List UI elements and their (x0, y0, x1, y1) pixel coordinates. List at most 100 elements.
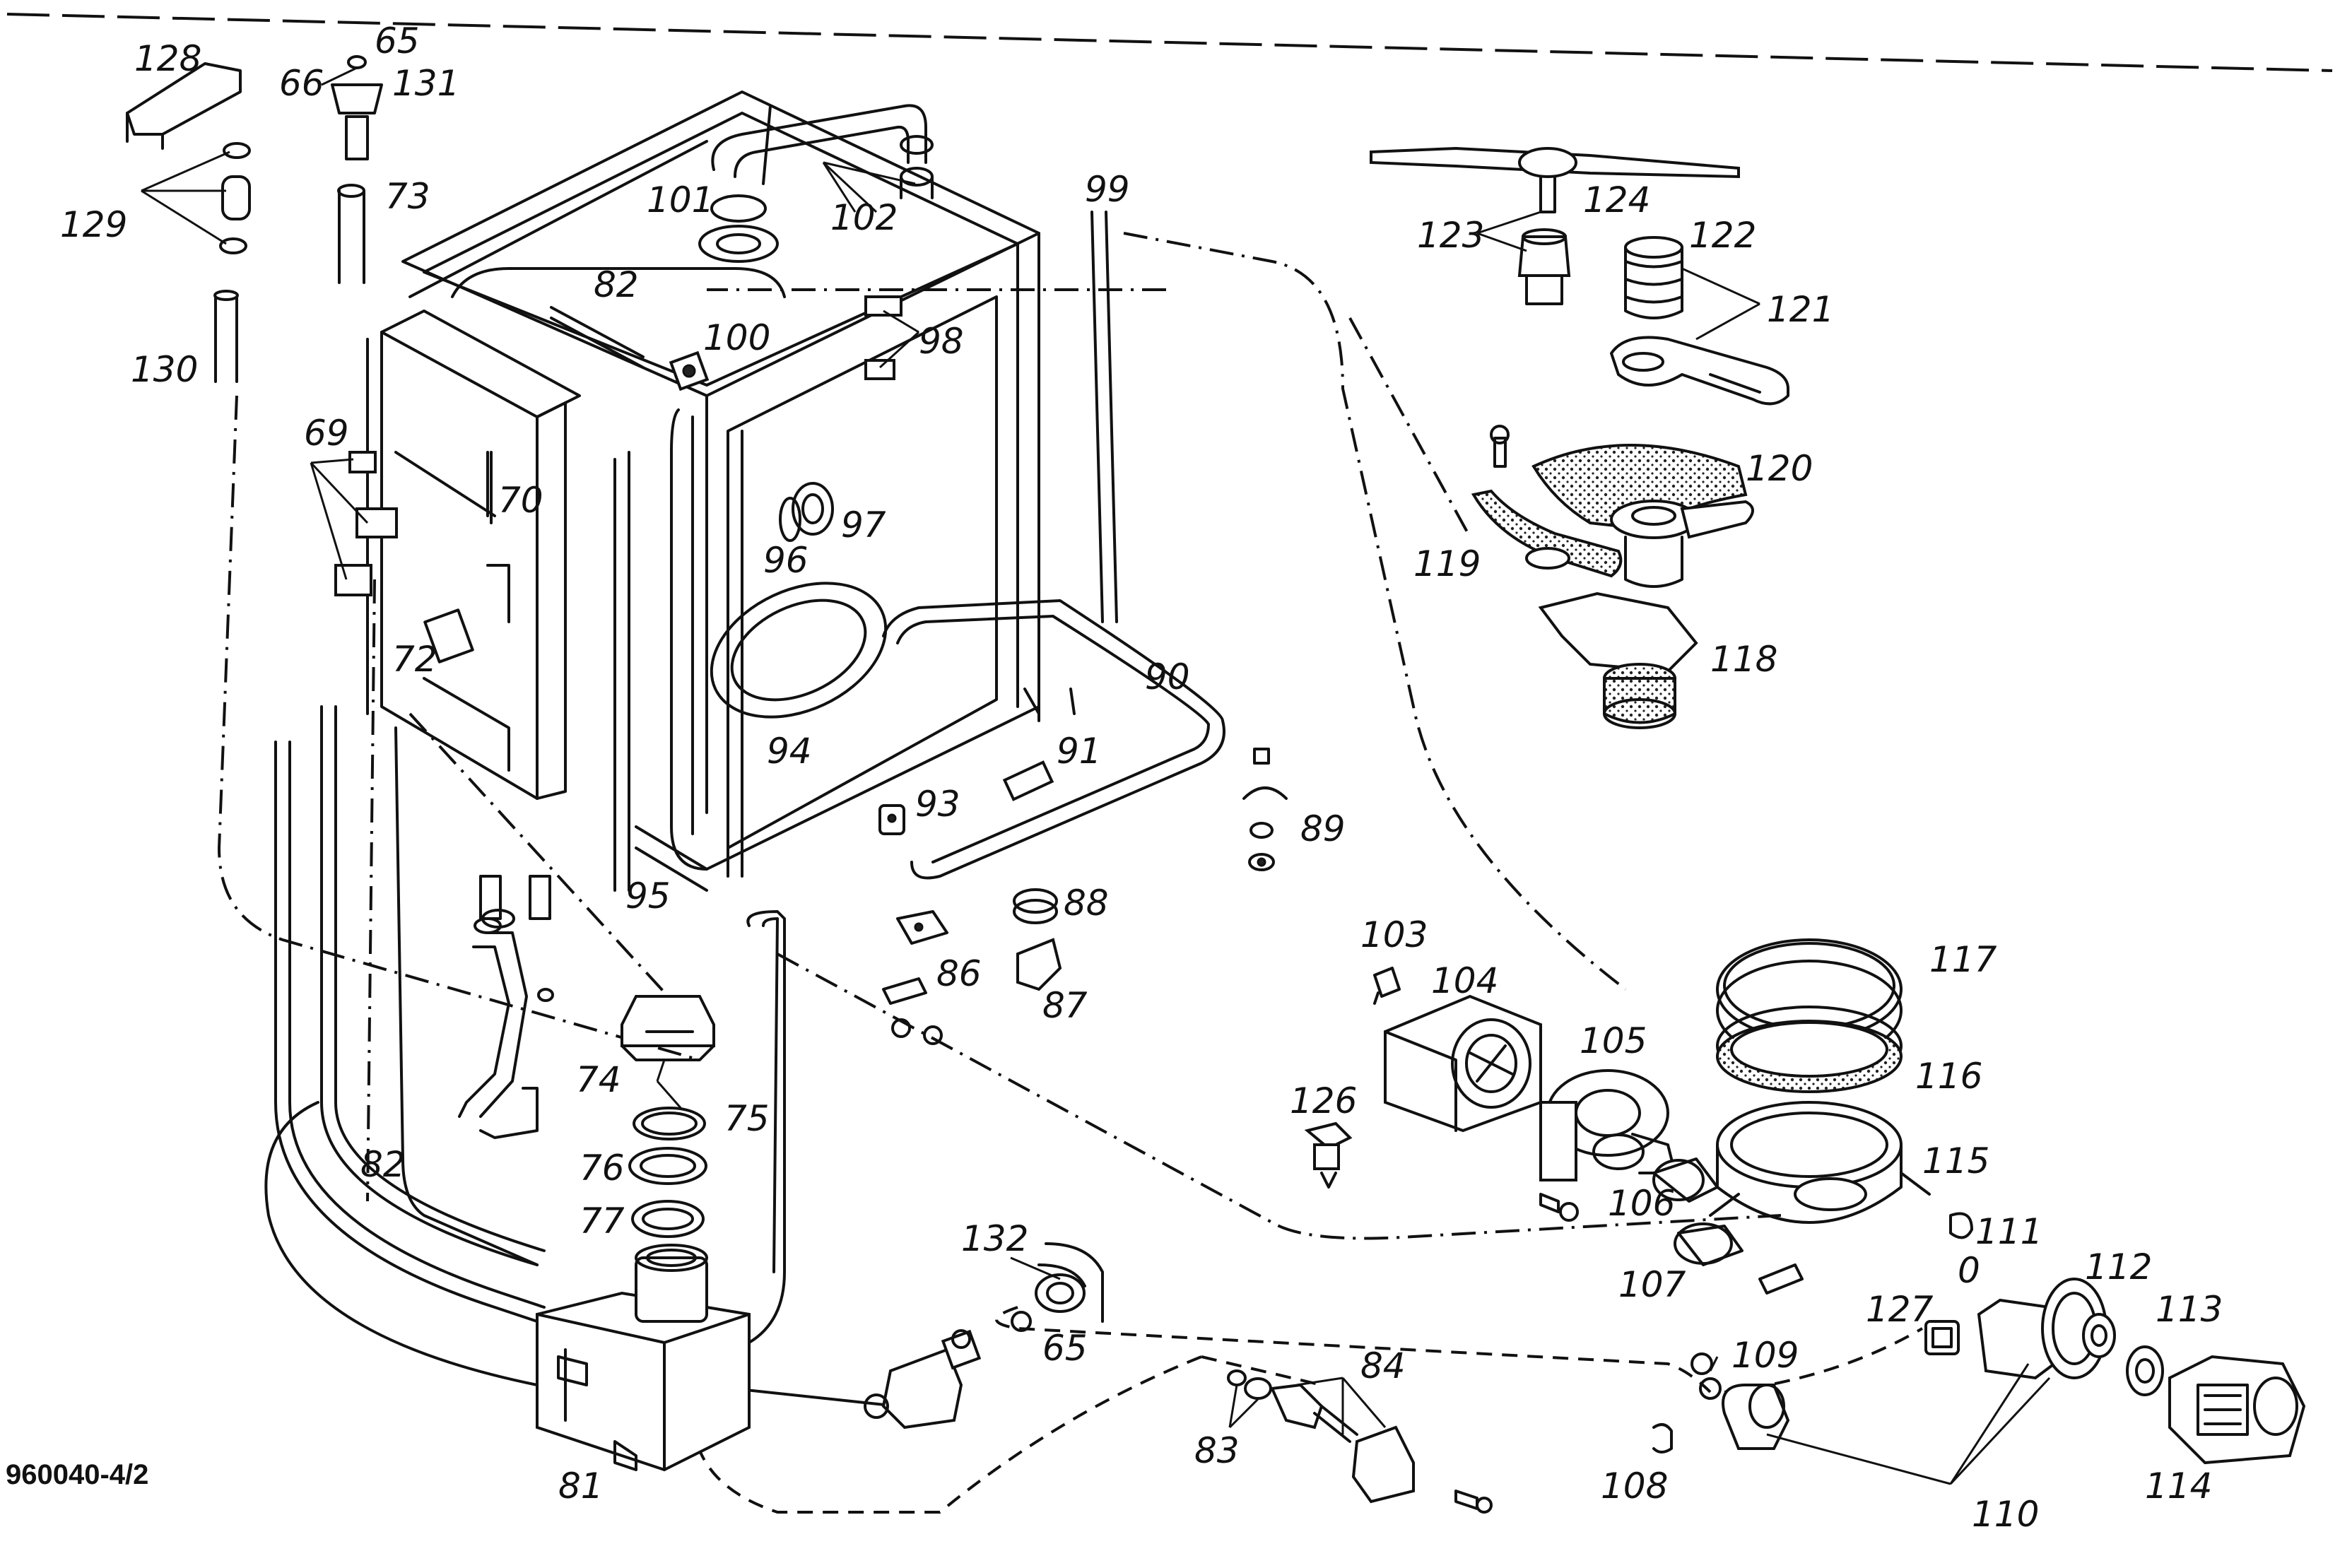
label-73: 73 (385, 176, 430, 217)
coupling-106 (1652, 1157, 1719, 1203)
label-109: 109 (1731, 1335, 1799, 1376)
seal-116 (1716, 1006, 1903, 1093)
screw-small (1454, 1490, 1493, 1514)
label-120: 120 (1746, 448, 1813, 489)
dashdot-lines (217, 232, 1782, 1240)
salt-cap-74 (621, 995, 715, 1061)
hose-130 (213, 290, 239, 383)
label-126: 126 (1290, 1080, 1357, 1121)
seal-77 (631, 1200, 705, 1238)
strip-82-top (550, 306, 645, 369)
label-99: 99 (1085, 169, 1130, 210)
seal-76 (628, 1147, 707, 1185)
microswitch-69 (334, 451, 398, 596)
label-122: 122 (1689, 215, 1756, 256)
part-111 (1949, 1212, 1973, 1239)
coupling-107 (1674, 1222, 1744, 1266)
label-88: 88 (1064, 883, 1109, 924)
tube-small (1758, 1263, 1804, 1295)
label-90: 90 (1145, 656, 1190, 697)
holder-93 (878, 804, 905, 835)
label-98: 98 (919, 321, 964, 362)
part-113 (2126, 1345, 2164, 1396)
holder-121 (1610, 336, 1789, 406)
motor-104 (1384, 994, 1542, 1133)
label-97: 97 (841, 505, 886, 546)
sieve-120 (1531, 444, 1754, 588)
label-101: 101 (647, 179, 714, 220)
label-132: 132 (961, 1218, 1028, 1259)
label-82: 82 (360, 1144, 406, 1185)
bellows-97 (779, 482, 834, 542)
clip-108 (1652, 1423, 1673, 1454)
spray-arm-124 (1370, 146, 1740, 213)
label-121: 121 (1767, 289, 1834, 330)
seal-127 (1924, 1320, 1960, 1355)
label-112: 112 (2085, 1246, 2152, 1287)
filter-122 (1624, 236, 1683, 319)
label-128: 128 (134, 38, 201, 79)
tub-cabinet (366, 90, 1118, 920)
fine-filter-119 (1471, 425, 1623, 578)
float-87 (1016, 938, 1062, 991)
label-93: 93 (915, 784, 960, 825)
drain-pump-114 (2168, 1355, 2306, 1465)
lower-spray-pipe-90 (882, 599, 1225, 880)
label-110: 110 (1972, 1494, 2039, 1535)
label-87: 87 (1042, 985, 1088, 1026)
pump-105 (1539, 1069, 1676, 1181)
inlet-stack (331, 55, 383, 284)
clip-100 (669, 350, 710, 391)
clamp-set-129 (219, 142, 251, 254)
label-91: 91 (1057, 731, 1102, 772)
upper-spray-pipe (711, 104, 934, 199)
screw-pump (1539, 1193, 1579, 1222)
label-0: 0 (1958, 1250, 1980, 1291)
label-95: 95 (625, 876, 671, 916)
label-104: 104 (1431, 960, 1498, 1001)
label-102: 102 (830, 197, 898, 238)
label-103: 103 (1360, 914, 1428, 955)
label-108: 108 (1601, 1466, 1668, 1507)
label-129: 129 (60, 204, 127, 245)
part-112 (2082, 1313, 2116, 1358)
label-94: 94 (767, 731, 812, 772)
filter-118 (1538, 591, 1698, 729)
label-116: 116 (1915, 1056, 1982, 1097)
document-code: 960040-4/2 (6, 1459, 148, 1490)
top-border-line (6, 13, 2333, 72)
label-66: 66 (279, 63, 324, 104)
bracket-86 (882, 910, 948, 1045)
clip-91 (1002, 760, 1054, 801)
nozzle-123 (1517, 228, 1571, 305)
label-113: 113 (2156, 1289, 2223, 1330)
label-83: 83 (1194, 1430, 1240, 1471)
screw-set-89 (1242, 748, 1288, 871)
label-123: 123 (1417, 215, 1484, 256)
clip-132 (1011, 1242, 1104, 1332)
label-72: 72 (392, 639, 437, 680)
label-77: 77 (580, 1201, 625, 1242)
label-76: 76 (580, 1148, 625, 1189)
part-labels: 128 65 66 131 129 73 130 82 100 101 102 … (60, 20, 2223, 1535)
grommet-88 (1013, 888, 1058, 924)
label-69: 69 (304, 413, 349, 454)
label-107: 107 (1618, 1264, 1686, 1305)
sump-115 (1709, 1101, 1931, 1224)
label-86: 86 (936, 953, 982, 994)
label-106: 106 (1608, 1183, 1675, 1224)
inlet-valve (864, 1329, 982, 1430)
label-100: 100 (703, 317, 770, 358)
label-115: 115 (1922, 1140, 1989, 1181)
label-89: 89 (1300, 808, 1346, 849)
label-118: 118 (1710, 639, 1777, 680)
sensor-group-84 (1227, 1369, 1415, 1504)
label-65-lower: 65 (1042, 1328, 1088, 1369)
pin-103 (1373, 967, 1401, 1005)
seal-75 (633, 1107, 706, 1140)
label-117: 117 (1929, 939, 1997, 980)
elbow-110 (1722, 1384, 1790, 1450)
label-96: 96 (763, 540, 808, 581)
label-75: 75 (724, 1098, 770, 1139)
label-105: 105 (1580, 1020, 1647, 1061)
